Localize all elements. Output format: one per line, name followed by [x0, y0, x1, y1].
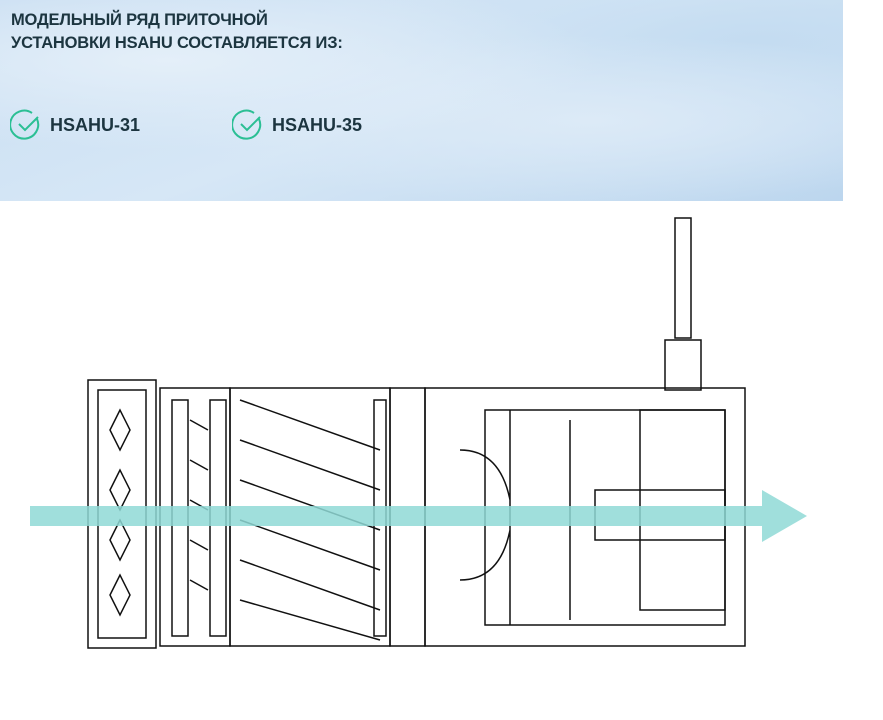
check-circle-icon [10, 109, 40, 140]
page-title: Модельный ряд приточной установки HSAHU … [11, 11, 343, 52]
model-item: HSAHU-35 [232, 109, 362, 141]
exhaust-pipe [674, 217, 692, 339]
hero-banner: Модельный ряд приточной установки HSAHU … [0, 0, 843, 201]
fan-section [424, 217, 746, 647]
model-item: HSAHU-31 [10, 109, 140, 141]
unit-diagram [30, 217, 807, 649]
check-circle-icon [232, 109, 262, 140]
airflow-arrow [30, 490, 807, 542]
